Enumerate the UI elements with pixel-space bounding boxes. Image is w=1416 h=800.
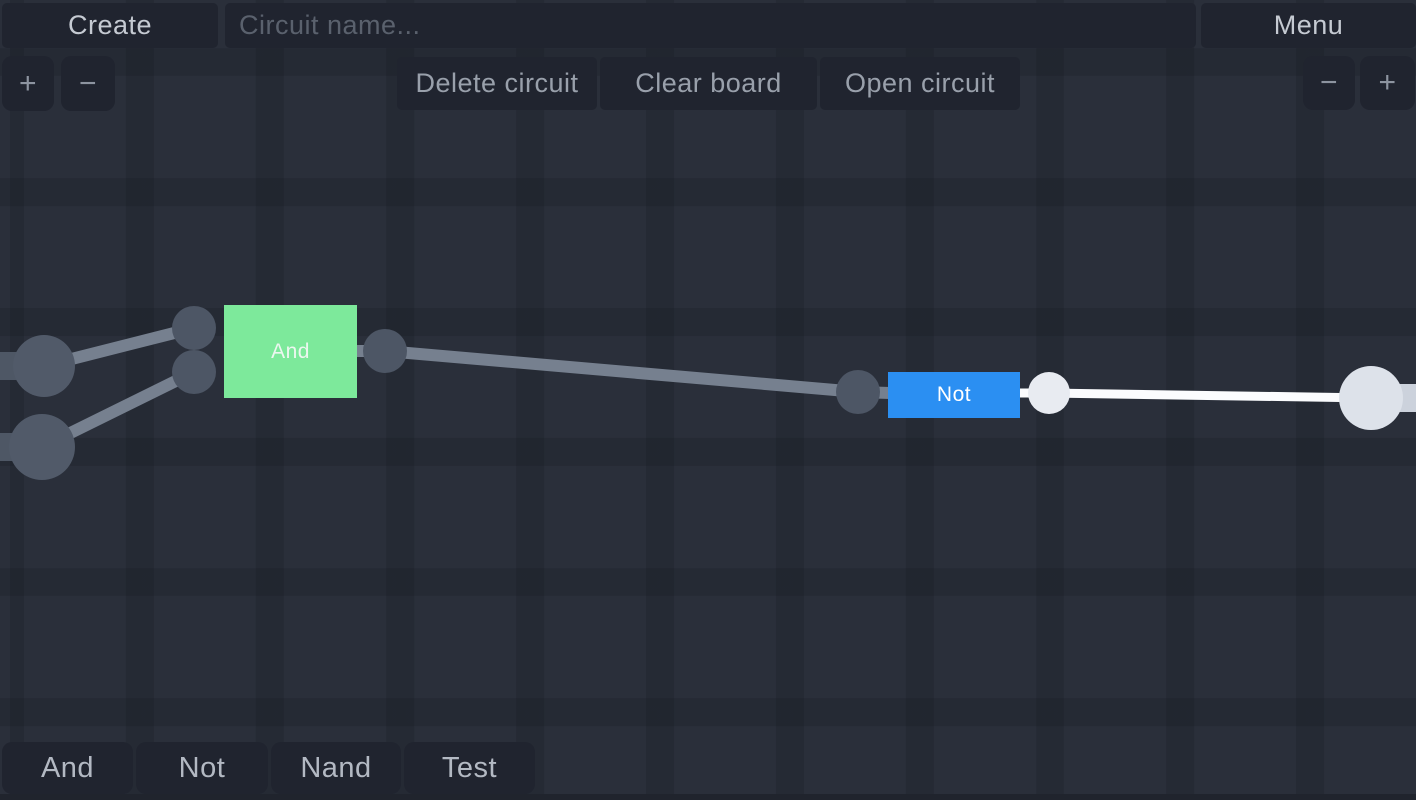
connection-node-gate-input[interactable] bbox=[172, 306, 216, 350]
component-button-not[interactable]: Not bbox=[136, 742, 268, 794]
create-button[interactable]: Create bbox=[2, 3, 218, 48]
zoom-in-button-left[interactable]: + bbox=[2, 56, 54, 111]
wire bbox=[384, 345, 859, 398]
component-button-nand[interactable]: Nand bbox=[271, 742, 401, 794]
connection-node-gate-input[interactable] bbox=[172, 350, 216, 394]
connection-node-input-terminal[interactable] bbox=[13, 335, 75, 397]
menu-button[interactable]: Menu bbox=[1201, 3, 1416, 48]
gate-and[interactable]: And bbox=[224, 305, 357, 398]
connection-node-gate-output-powered[interactable] bbox=[1028, 372, 1070, 414]
zoom-out-button-right[interactable]: − bbox=[1303, 56, 1355, 110]
component-button-and[interactable]: And bbox=[2, 742, 133, 794]
bottom-edge-strip bbox=[0, 794, 1416, 800]
component-button-test[interactable]: Test bbox=[404, 742, 535, 794]
zoom-in-button-right[interactable]: + bbox=[1360, 56, 1415, 110]
wire-powered bbox=[1048, 388, 1372, 403]
circuit-name-input[interactable] bbox=[225, 3, 1196, 48]
open-circuit-button[interactable]: Open circuit bbox=[820, 57, 1020, 110]
connection-node-gate-input[interactable] bbox=[836, 370, 880, 414]
clear-board-button[interactable]: Clear board bbox=[600, 57, 817, 110]
gate-not[interactable]: Not bbox=[888, 372, 1020, 418]
zoom-out-button-left[interactable]: − bbox=[61, 56, 115, 111]
connection-node-input-terminal[interactable] bbox=[9, 414, 75, 480]
connection-node-output-terminal-powered[interactable] bbox=[1339, 366, 1403, 430]
connection-node-gate-output[interactable] bbox=[363, 329, 407, 373]
delete-circuit-button[interactable]: Delete circuit bbox=[397, 57, 597, 110]
